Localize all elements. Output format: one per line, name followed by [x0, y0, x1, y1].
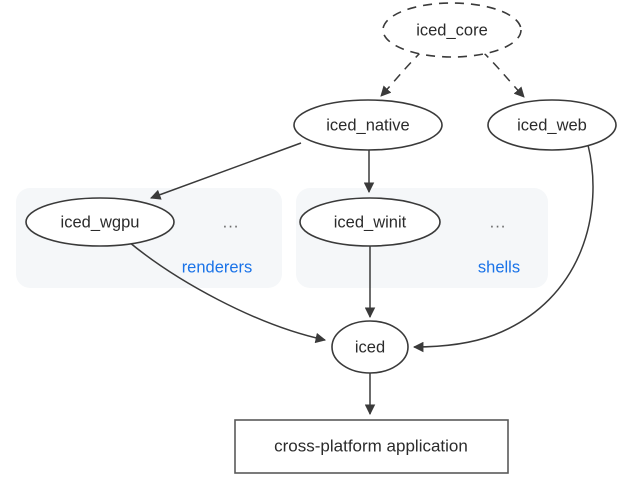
renderers-ellipsis: ... [223, 213, 240, 231]
node-application-shape[interactable] [234, 419, 509, 474]
group-renderers-label: renderers [182, 258, 253, 276]
node-iced[interactable]: iced [331, 320, 409, 374]
node-iced-web[interactable]: iced_web [487, 99, 617, 151]
node-iced-shape[interactable] [331, 320, 409, 374]
shells-ellipsis: ... [490, 213, 507, 231]
edge-core-to-native [380, 50, 423, 97]
edge-core-to-web [481, 50, 525, 98]
node-iced-label: iced [355, 338, 385, 356]
node-iced-winit[interactable]: iced_winit [299, 197, 441, 247]
node-iced-wgpu[interactable]: iced_wgpu [25, 197, 175, 247]
node-application[interactable]: cross-platform application [234, 419, 509, 474]
node-iced-native-shape[interactable] [293, 99, 443, 151]
node-iced-web-label: iced_web [517, 116, 587, 134]
node-iced-winit-shape[interactable] [299, 197, 441, 247]
node-iced-wgpu-shape[interactable] [25, 197, 175, 247]
node-iced-winit-label: iced_winit [334, 213, 407, 231]
node-application-label: cross-platform application [274, 436, 468, 455]
edge-wgpu-to-iced [128, 241, 327, 344]
node-iced-core[interactable]: iced_core [382, 2, 522, 58]
node-iced-web-shape[interactable] [487, 99, 617, 151]
node-iced-native[interactable]: iced_native [293, 99, 443, 151]
group-shells-label: shells [478, 258, 520, 276]
node-iced-core-shape[interactable] [382, 2, 522, 58]
node-iced-core-label: iced_core [416, 21, 488, 39]
edge-web-to-iced [412, 144, 594, 353]
node-iced-wgpu-label: iced_wgpu [61, 213, 140, 231]
edge-native-to-wgpu [150, 142, 302, 200]
node-iced-native-label: iced_native [326, 116, 409, 134]
